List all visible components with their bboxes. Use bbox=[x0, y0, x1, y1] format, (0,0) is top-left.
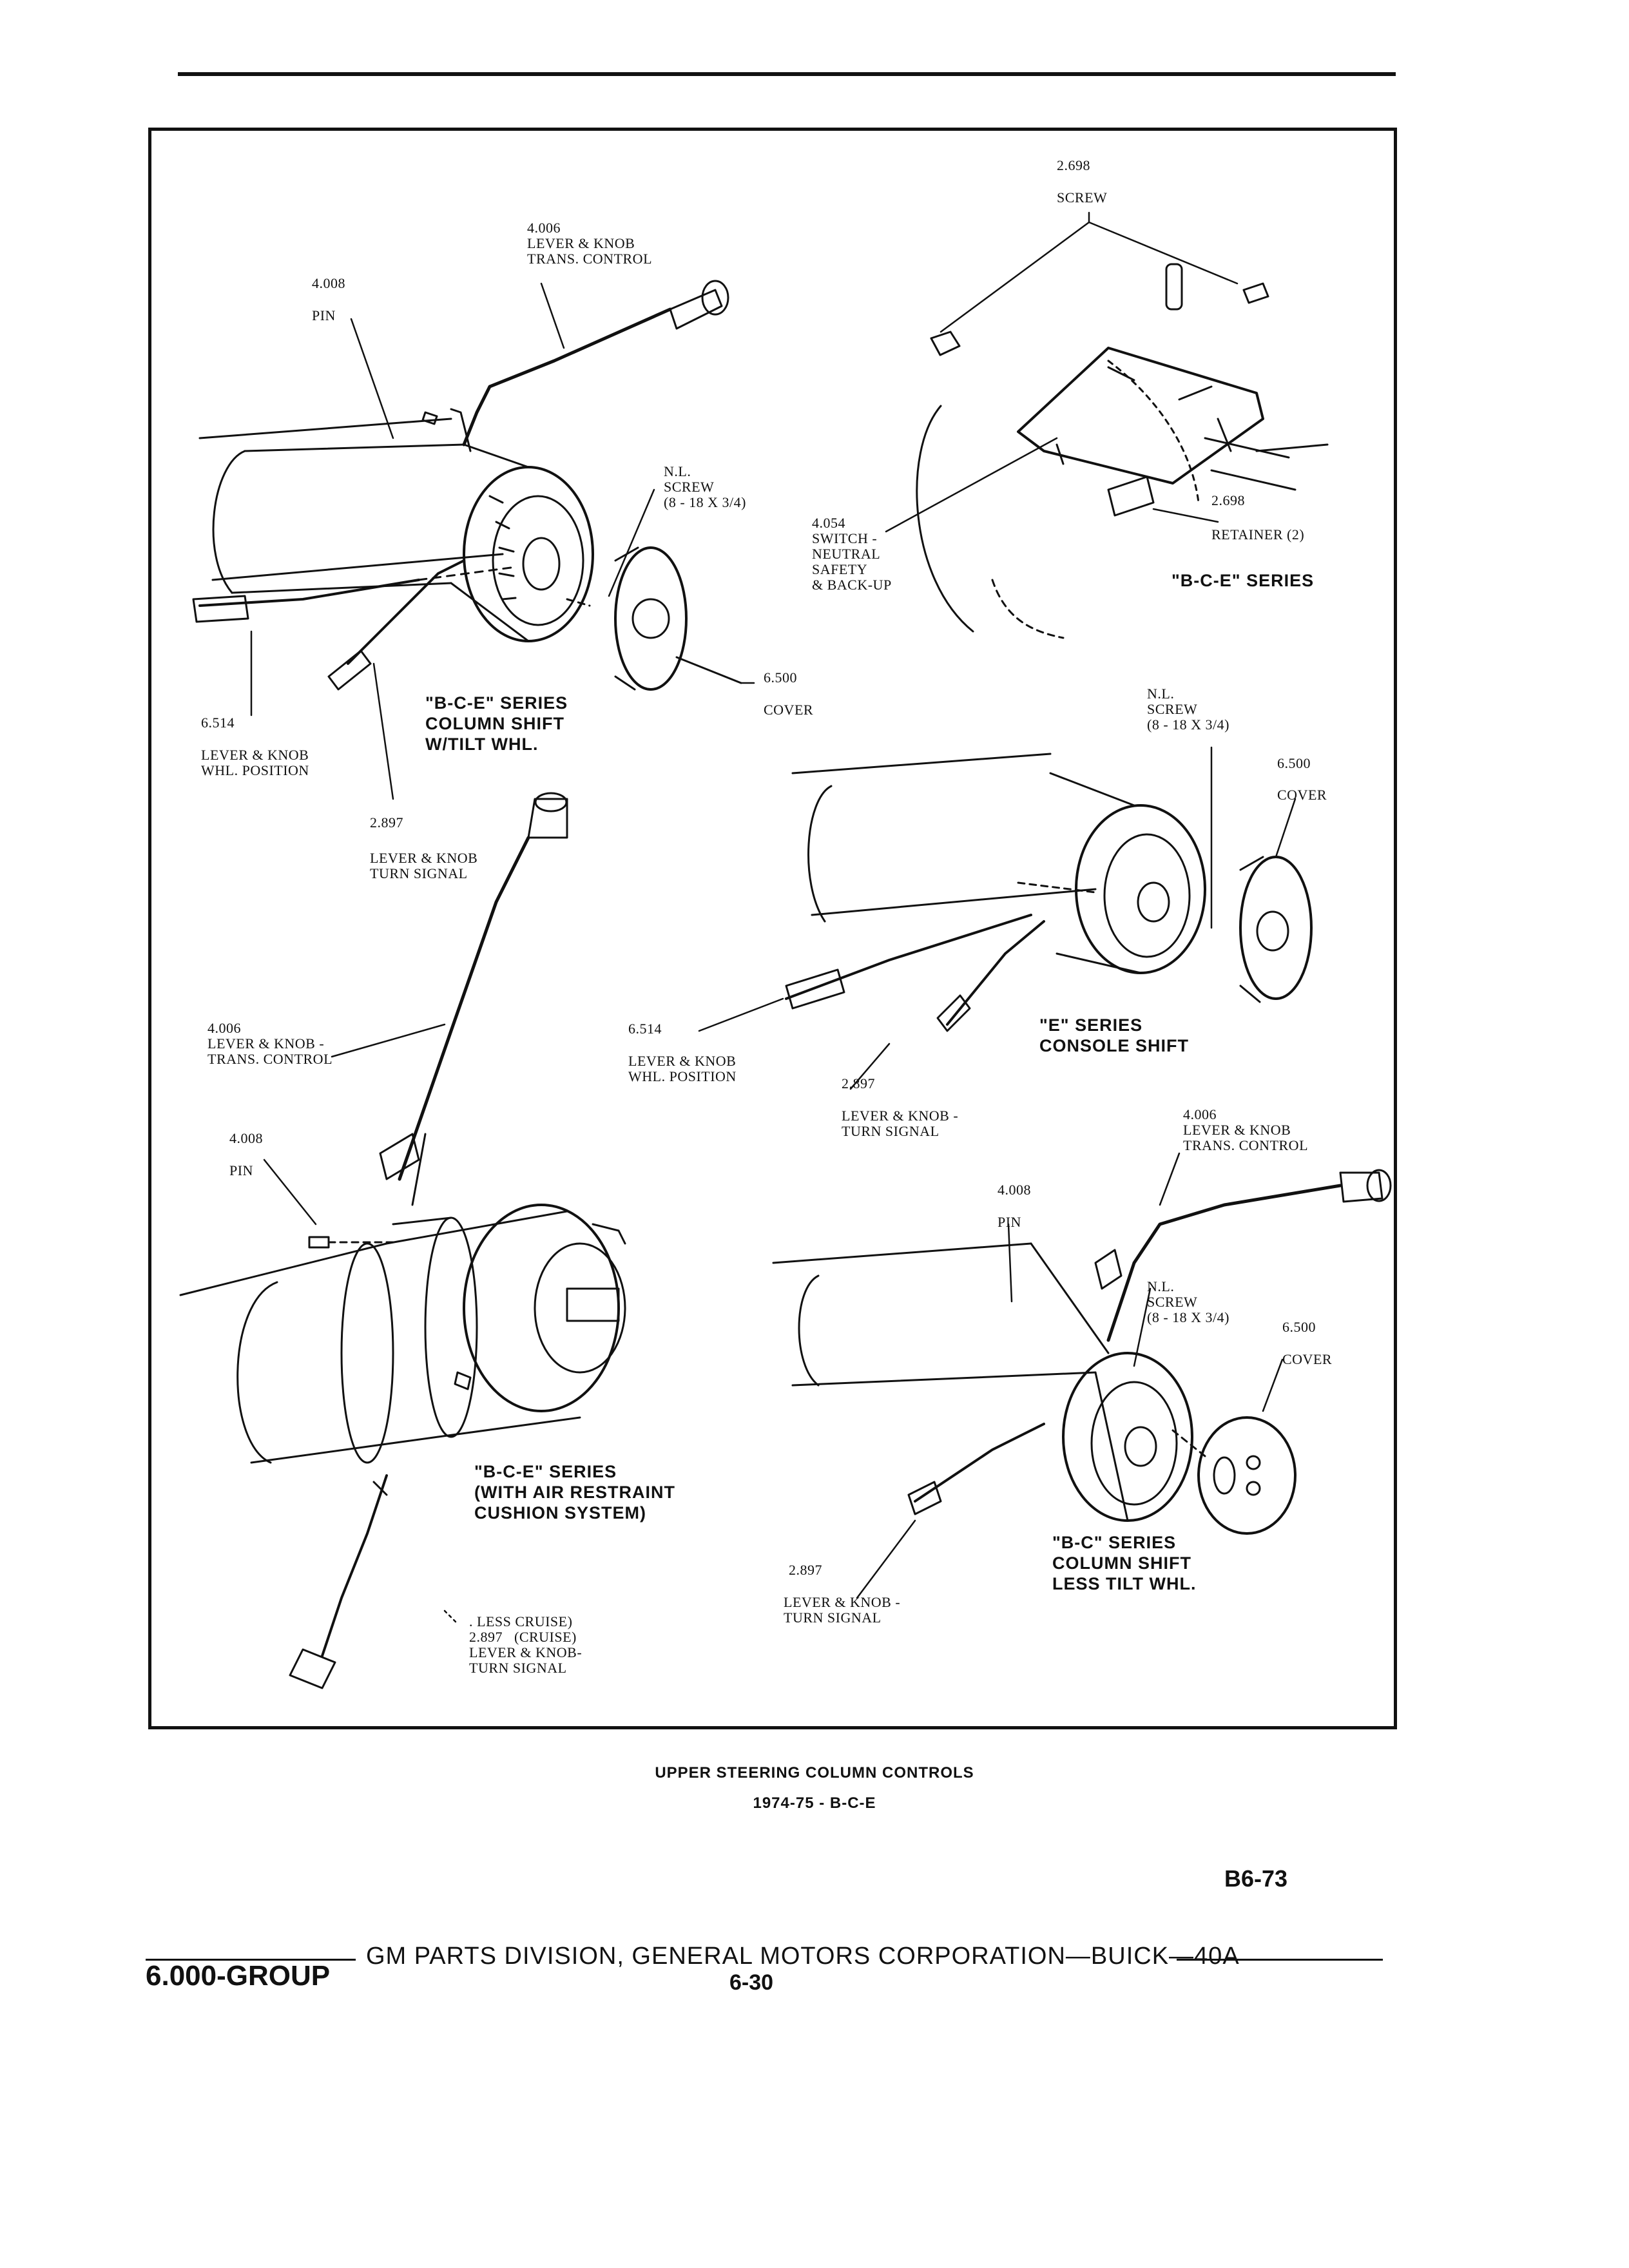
mr-series-label: "E" SERIES CONSOLE SHIFT bbox=[1039, 1015, 1190, 1055]
br-trans-lever bbox=[1094, 1169, 1392, 1342]
tl-pin-label: PIN bbox=[312, 307, 336, 323]
mr-leader-lines bbox=[698, 746, 1296, 1090]
bl-turn-signal-label: . LESS CRUISE) 2.897 (CRUISE) LEVER & KN… bbox=[469, 1613, 583, 1676]
console-shift-assembly bbox=[791, 753, 1313, 1003]
tr-screw-part-number: 2.698 bbox=[1057, 157, 1090, 173]
mr-turn-signal-label: LEVER & KNOB - TURN SIGNAL bbox=[842, 1108, 959, 1139]
tr-retainer-part-number: 2.698 bbox=[1211, 492, 1245, 508]
footer-rule-left bbox=[146, 1959, 356, 1961]
tl-series-label: "B-C-E" SERIES COLUMN SHIFT W/TILT WHL. bbox=[425, 693, 568, 754]
figure-caption-subtitle: 1974-75 - B-C-E bbox=[753, 1794, 876, 1812]
br-turn-signal-lever bbox=[907, 1423, 1045, 1515]
tl-turn-signal-part-number: 2.897 bbox=[370, 814, 403, 831]
figure-caption-title: UPPER STEERING COLUMN CONTROLS bbox=[655, 1764, 974, 1782]
br-pin-part-number: 4.008 bbox=[998, 1182, 1031, 1198]
br-leader-lines bbox=[856, 1152, 1284, 1599]
tl-whl-position-part-number: 6.514 bbox=[201, 715, 235, 731]
bl-trans-lever bbox=[308, 792, 568, 1249]
tl-whl-position-label: LEVER & KNOB WHL. POSITION bbox=[201, 747, 309, 778]
mr-cover-label: COVER bbox=[1277, 787, 1327, 803]
mr-turn-signal-lever bbox=[936, 920, 1045, 1032]
illustration-frame bbox=[148, 128, 1397, 1729]
mr-whl-position-lever bbox=[785, 914, 1032, 1010]
footer-publisher: GM PARTS DIVISION, GENERAL MOTORS CORPOR… bbox=[366, 1943, 1240, 1970]
mr-whl-position-label: LEVER & KNOB WHL. POSITION bbox=[628, 1053, 737, 1084]
tl-trans-lever bbox=[421, 280, 729, 452]
br-turn-signal-part-number: 2.897 bbox=[789, 1562, 822, 1578]
tr-screw-label: SCREW bbox=[1057, 189, 1108, 206]
tl-cover-part-number: 6.500 bbox=[764, 669, 797, 686]
br-series-label: "B-C" SERIES COLUMN SHIFT LESS TILT WHL. bbox=[1052, 1533, 1197, 1593]
tr-retainer-label: RETAINER (2) bbox=[1211, 526, 1305, 543]
bl-series-label: "B-C-E" SERIES (WITH AIR RESTRAINT CUSHI… bbox=[474, 1462, 675, 1523]
tl-turn-signal-lever bbox=[327, 559, 465, 691]
tl-cover-label: COVER bbox=[764, 702, 814, 718]
footer-rule-right bbox=[1177, 1959, 1383, 1961]
mr-turn-signal-part-number: 2.897 bbox=[842, 1075, 875, 1091]
tr-switch-label: 4.054 SWITCH - NEUTRAL SAFETY & BACK-UP bbox=[812, 515, 892, 593]
br-cover-part-number: 6.500 bbox=[1282, 1319, 1316, 1335]
bl-trans-lever-label: 4.006 LEVER & KNOB - TRANS. CONTROL bbox=[207, 1020, 333, 1067]
tl-trans-lever-label: 4.006 LEVER & KNOB TRANS. CONTROL bbox=[527, 220, 653, 267]
tl-pin-part-number: 4.008 bbox=[312, 275, 345, 291]
mr-screw-label: N.L. SCREW (8 - 18 x 3/4) bbox=[1147, 686, 1229, 733]
br-cover-label: COVER bbox=[1282, 1351, 1333, 1367]
tr-leader-lines bbox=[885, 211, 1239, 533]
bl-turn-signal-lever bbox=[289, 1474, 388, 1689]
tilt-column-assembly bbox=[198, 418, 742, 691]
br-pin-label: PIN bbox=[998, 1214, 1021, 1230]
tl-leader-lines bbox=[250, 282, 755, 800]
bl-pin-part-number: 4.008 bbox=[229, 1130, 263, 1146]
neutral-switch-assembly bbox=[916, 263, 1329, 639]
tl-screw-label: N.L. SCREW (8 - 18 x 3/4) bbox=[664, 463, 746, 510]
bl-leader-lines bbox=[263, 1023, 459, 1625]
tr-series-label: "B-C-E" SERIES bbox=[1171, 571, 1315, 590]
footer-page-number: 6-30 bbox=[729, 1970, 774, 1995]
br-trans-lever-label: 4.006 LEVER & KNOB TRANS. CONTROL bbox=[1183, 1106, 1309, 1153]
less-tilt-column-assembly bbox=[772, 1242, 1296, 1535]
page-code: B6-73 bbox=[1224, 1865, 1288, 1892]
top-rule bbox=[178, 72, 1396, 76]
bl-pin-label: PIN bbox=[229, 1162, 253, 1178]
br-screw-label: N.L. SCREW (8 - 18 x 3/4) bbox=[1147, 1278, 1229, 1325]
air-cushion-assembly bbox=[179, 1204, 626, 1464]
tl-turn-signal-label: LEVER & KNOB TURN SIGNAL bbox=[370, 850, 478, 881]
mr-cover-part-number: 6.500 bbox=[1277, 755, 1311, 771]
footer-group: 6.000-GROUP bbox=[146, 1960, 331, 1992]
br-turn-signal-label: LEVER & KNOB - TURN SIGNAL bbox=[784, 1594, 901, 1626]
mr-whl-position-part-number: 6.514 bbox=[628, 1021, 662, 1037]
